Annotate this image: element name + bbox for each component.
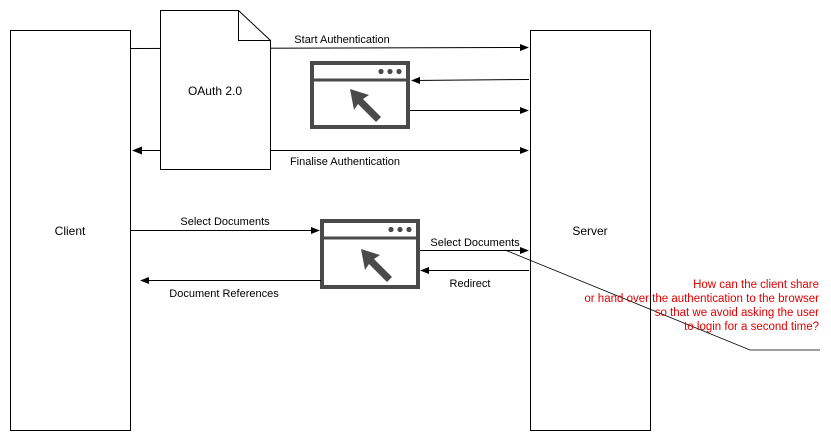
cursor-arrow-icon xyxy=(350,89,381,122)
cursor-arrow-icon xyxy=(361,249,392,282)
server-to-window-arrow xyxy=(411,76,530,85)
client-box: Client xyxy=(10,30,131,431)
select-docs-server-label: Select Documents xyxy=(430,237,520,249)
browser-window-icon xyxy=(310,61,410,129)
select-docs-client-label: Select Documents xyxy=(180,216,270,228)
oauth-label: OAuth 2.0 xyxy=(188,84,242,98)
finalise-auth-label: Finalise Authentication xyxy=(290,156,400,168)
start-auth-label: Start Authentication xyxy=(294,34,389,46)
browser-window-icon xyxy=(320,219,420,289)
note-line-1: How can the client share xyxy=(693,279,819,291)
note-line-3: so that we avoid asking the user xyxy=(655,307,819,319)
server-box: Server xyxy=(530,30,651,431)
callout-leader-line xyxy=(504,249,820,351)
note-line-2: or hand over the authentication to the b… xyxy=(584,293,819,305)
note-line-4: to login for a second time? xyxy=(684,321,819,333)
redirect-label: Redirect xyxy=(450,278,491,290)
server-label: Server xyxy=(572,224,607,238)
client-label: Client xyxy=(55,224,86,238)
question-note: How can the client share or hand over th… xyxy=(584,279,819,333)
finalise-auth-arrowhead-left xyxy=(132,146,142,155)
oauth-document: OAuth 2.0 xyxy=(160,10,271,170)
doc-refs-label: Document References xyxy=(169,288,279,300)
